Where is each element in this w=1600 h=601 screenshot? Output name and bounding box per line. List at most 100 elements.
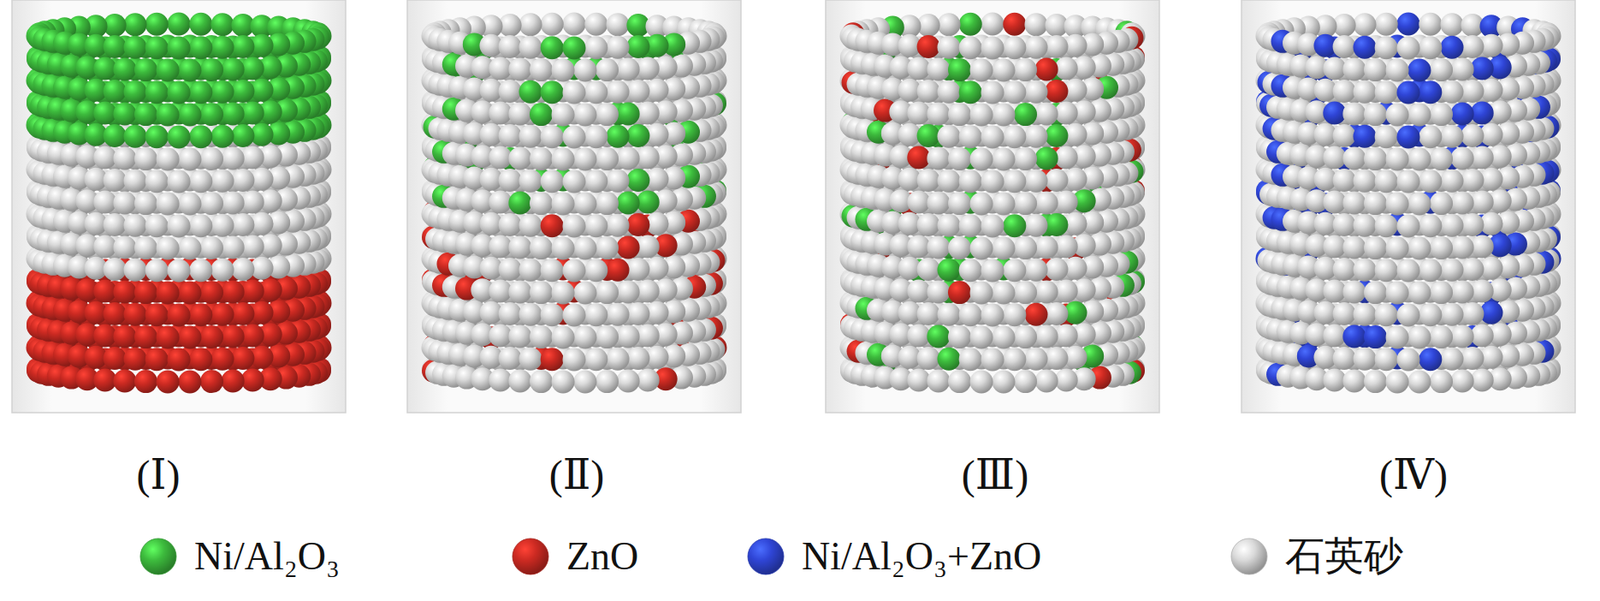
packed-particle (167, 259, 191, 283)
packed-particle (981, 348, 1005, 372)
packed-particle (488, 278, 512, 303)
packed-particle (1013, 147, 1038, 171)
packed-particle (948, 102, 972, 126)
packed-particle (189, 347, 213, 371)
packed-particle (1024, 258, 1048, 282)
packed-particle (636, 100, 660, 125)
packed-particle (1002, 124, 1026, 149)
packed-particle (595, 236, 619, 260)
packed-particle (959, 302, 983, 326)
packed-particle (562, 81, 587, 105)
packed-particle (948, 191, 972, 215)
packed-particle (540, 35, 564, 60)
packed-particle (906, 100, 931, 125)
packed-particle (519, 35, 543, 60)
packed-particle (937, 302, 961, 326)
packed-particle (508, 368, 532, 392)
packed-particle (241, 367, 265, 392)
packed-particle (948, 236, 972, 260)
packed-particle (231, 35, 255, 59)
packed-particle (167, 12, 191, 36)
packed-particle (1002, 213, 1026, 238)
packed-particle (231, 302, 255, 326)
packed-particle (210, 80, 234, 104)
packed-particle (1002, 80, 1026, 104)
packed-particle (1013, 58, 1038, 82)
packed-particle (937, 347, 961, 371)
packed-particle (145, 302, 169, 326)
packed-particle (112, 101, 137, 125)
packed-particle (540, 12, 564, 36)
packed-particle (177, 236, 202, 260)
packed-particle (124, 80, 148, 104)
packed-particle (93, 278, 117, 303)
packed-particle (103, 346, 127, 370)
packed-particle (981, 303, 1005, 327)
packed-particle (241, 145, 265, 169)
packed-particle (1044, 346, 1068, 370)
packed-particle (488, 234, 512, 258)
packed-particle (1044, 35, 1068, 59)
packed-particle (584, 124, 608, 149)
packed-particle (626, 213, 650, 237)
packed-particle (551, 191, 575, 215)
packed-particle (906, 189, 931, 214)
packed-particle (551, 236, 575, 260)
packed-particle (970, 102, 994, 126)
packed-particle (1035, 279, 1059, 303)
packed-particle (616, 368, 640, 392)
packed-particle (134, 280, 158, 304)
packed-particle (1044, 257, 1068, 281)
packed-particle (970, 191, 994, 215)
packed-particle (1035, 57, 1059, 81)
packed-particle (1002, 12, 1026, 36)
packed-particle (124, 169, 148, 193)
packed-particle (1002, 35, 1026, 60)
packed-particle (1024, 12, 1048, 36)
packed-particle (551, 325, 575, 349)
packed-particle (970, 369, 994, 393)
packed-particle (636, 56, 660, 80)
packed-particle (241, 234, 265, 258)
packed-particle (948, 147, 972, 171)
packed-particle (103, 124, 127, 148)
packed-particle (562, 125, 587, 149)
packed-particle (1397, 12, 1421, 36)
packed-particle (1002, 302, 1026, 326)
packed-particle (917, 257, 941, 281)
packed-particle (1054, 323, 1079, 347)
reactor-tube (825, 0, 1160, 413)
packed-particle (917, 213, 941, 237)
packed-particle (93, 189, 117, 214)
packed-particle (1440, 12, 1464, 36)
packed-particle (145, 35, 169, 60)
packed-particle (626, 168, 650, 192)
packed-particle (498, 346, 522, 370)
packed-particle (1024, 169, 1048, 193)
packed-particle (529, 191, 553, 215)
packed-particle (189, 302, 213, 326)
packed-particle (1013, 191, 1038, 215)
packed-particle (970, 58, 994, 82)
packed-particle (626, 302, 650, 326)
packed-particle (1013, 325, 1038, 349)
packed-particle (200, 325, 224, 349)
packed-particle (145, 258, 169, 282)
reactor-tube (11, 0, 346, 413)
packed-particle (1035, 146, 1059, 170)
packed-particle (584, 80, 608, 104)
packed-particle (906, 145, 931, 169)
packed-particle (177, 191, 202, 215)
packed-particle (1024, 347, 1048, 371)
packed-particle (970, 147, 994, 171)
packed-particle (210, 124, 234, 149)
packed-particle (488, 100, 512, 125)
packed-particle (595, 147, 619, 171)
packed-particle (959, 12, 983, 36)
packed-particle (595, 369, 619, 393)
glass-tube (825, 0, 1160, 413)
packed-particle (981, 214, 1005, 238)
packed-particle (540, 213, 564, 238)
packed-particle (1044, 124, 1068, 148)
packed-particle (167, 303, 191, 327)
